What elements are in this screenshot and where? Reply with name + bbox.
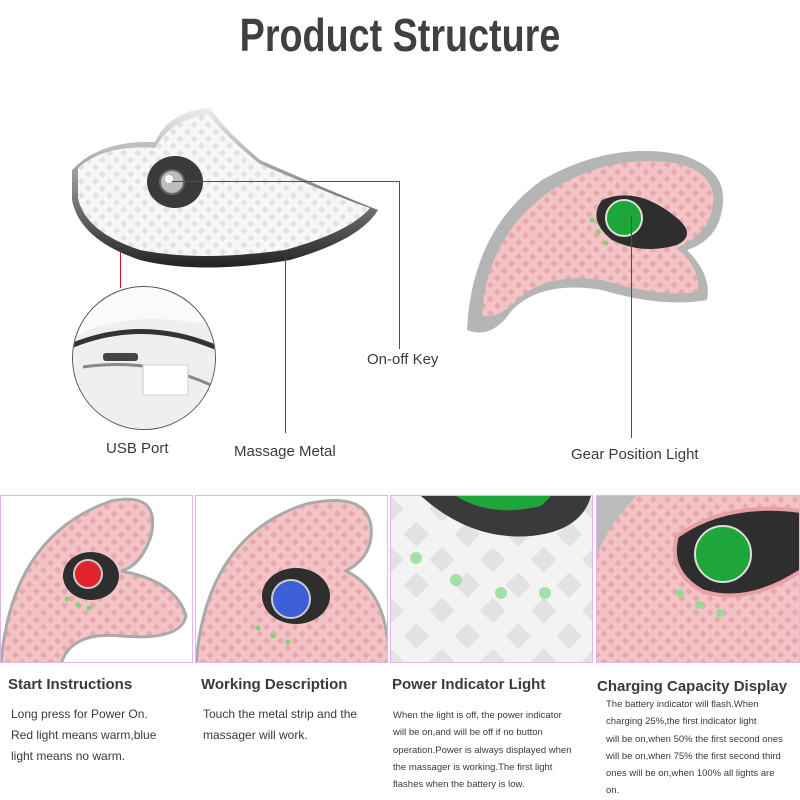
text-line: will be on,and will be off if no button (393, 727, 543, 739)
text-line: Long press for Power On. (11, 707, 148, 721)
text-line: Touch the metal strip and the (203, 707, 358, 721)
section-text-charging: The battery indicator will flash.When ch… (606, 696, 783, 800)
white-device-image (60, 100, 390, 280)
text-line: charging 25%,the first indicator light (606, 716, 757, 728)
gear-position-light-line (631, 215, 632, 438)
on-off-key-label: On-off Key (367, 351, 439, 368)
panel-charging (596, 495, 800, 663)
section-title-start: Start Instructions (8, 676, 133, 693)
section-text-working: Touch the metal strip and the massager w… (203, 704, 357, 746)
text-line: the massager is working.The first light (393, 761, 553, 773)
massage-metal-label: Massage Metal (234, 443, 336, 460)
pink-device-image (462, 140, 727, 340)
text-line: operation.Power is always displayed when (393, 744, 572, 756)
text-line: When the light is off, the power indicat… (393, 710, 562, 721)
gear-position-light-label: Gear Position Light (571, 446, 699, 463)
text-line: on. (606, 785, 620, 797)
section-text-start: Long press for Power On. Red light means… (11, 704, 156, 767)
usb-port-line (120, 252, 121, 288)
panel-working (195, 495, 388, 663)
section-title-working: Working Description (201, 676, 348, 693)
section-text-power: When the light is off, the power indicat… (393, 707, 572, 793)
text-line: The battery indicator will flash.When (606, 699, 759, 710)
text-line: massager will work. (203, 728, 308, 742)
text-line: light means no warm. (11, 749, 126, 763)
text-line: Red light means warm,blue (11, 728, 157, 742)
page-title: Product Structure (239, 9, 561, 61)
massage-metal-line (285, 258, 286, 433)
usb-port-closeup (72, 286, 216, 430)
usb-port-label: USB Port (106, 440, 169, 457)
section-title-charging: Charging Capacity Display (597, 678, 788, 695)
text-line: ones will be on,when 100% all lights are (606, 768, 775, 780)
panel-start (0, 495, 193, 663)
on-off-key-line-h (172, 181, 400, 182)
panel-power (390, 495, 593, 663)
text-line: will be on,when 75% the first second thi… (606, 750, 781, 762)
text-line: will be on,when 50% the first second one… (606, 733, 783, 745)
section-title-power: Power Indicator Light (392, 676, 546, 693)
on-off-key-line-v (399, 181, 400, 349)
text-line: flashes when the battery is low. (393, 779, 525, 791)
